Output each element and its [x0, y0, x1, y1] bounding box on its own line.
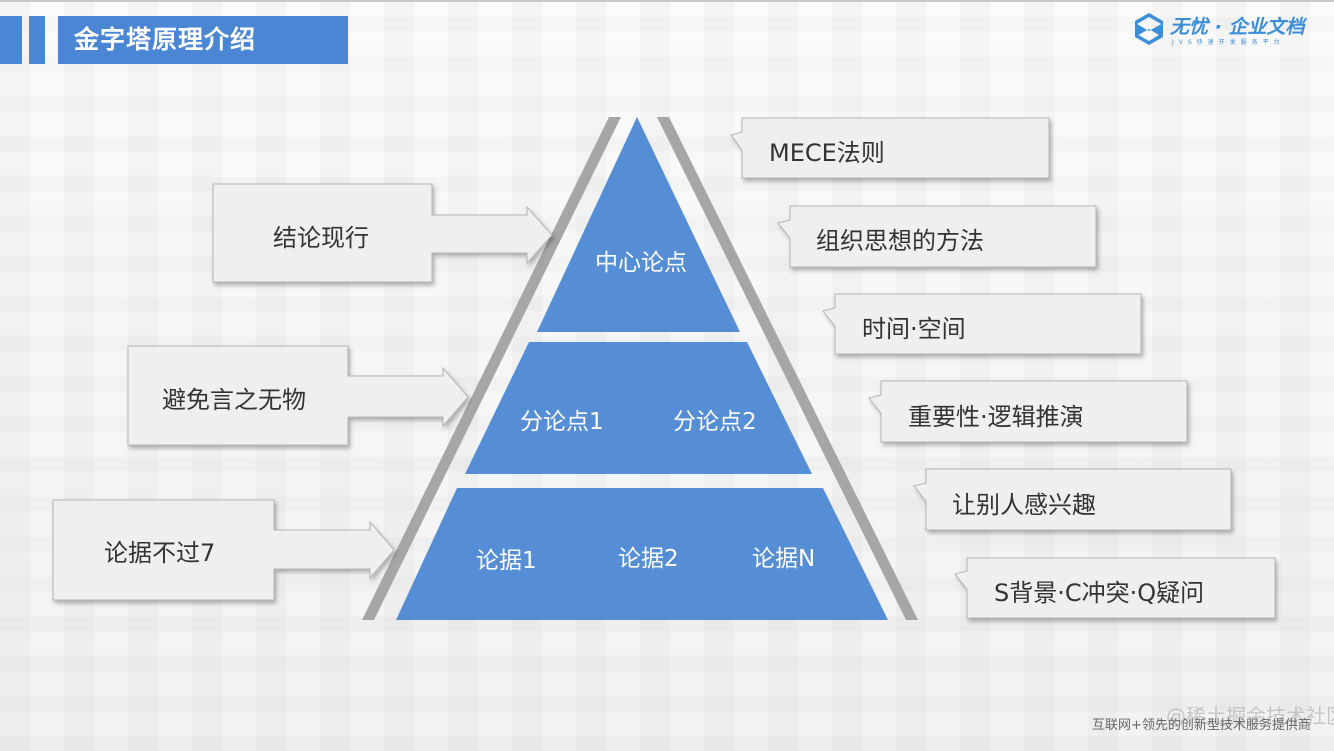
brand-logo: 无忧 · 企业文档 JVS快速开发服务平台 [1130, 8, 1330, 50]
top-border [0, 0, 1334, 2]
tier-label-sub-point: 分论点2 [673, 409, 757, 435]
logo-title: 无忧 · 企业文档 [1170, 16, 1305, 38]
right-callout [822, 293, 1142, 355]
tier-label-sub-point: 分论点1 [520, 409, 604, 435]
logo-icon [1135, 13, 1163, 45]
callout-label: 组织思想的方法 [816, 227, 984, 255]
right-callout [777, 205, 1097, 268]
right-callout [954, 557, 1276, 619]
left-callout [52, 499, 395, 601]
callout-label: 论据不过7 [104, 539, 216, 567]
left-callout [127, 345, 469, 446]
callout-label: S背景·C冲突·Q疑问 [994, 579, 1205, 607]
header-accent-bar [0, 16, 22, 64]
callout-label: 让别人感兴趣 [952, 491, 1096, 519]
pyramid-right-rail [657, 117, 918, 620]
tier-label-evidence: 论据2 [618, 546, 679, 572]
callout-label: 时间·空间 [862, 315, 966, 343]
callout-label: MECE法则 [769, 139, 885, 167]
tier-label-evidence: 论据N [752, 546, 816, 572]
callout-label: 重要性·逻辑推演 [908, 403, 1084, 431]
callout-label: 结论现行 [273, 224, 369, 252]
footer-caption: 互联网+领先的创新型技术服务提供商 [1092, 718, 1311, 733]
pyramid-tier-bottom [396, 488, 888, 620]
callout-label: 避免言之无物 [162, 386, 306, 414]
right-callout [913, 468, 1232, 531]
watermark: @稀土掘金技术社区 [1166, 704, 1334, 728]
right-callout [730, 117, 1050, 179]
tier-label-evidence: 论据1 [476, 548, 537, 574]
pyramid-left-rail [362, 117, 621, 620]
pyramid-tier-middle [465, 342, 812, 474]
header-accent-bar [29, 16, 45, 64]
right-callout [868, 380, 1188, 443]
tier-label-central-point: 中心论点 [595, 250, 687, 276]
pyramid-tier-top [537, 117, 740, 332]
page-title: 金字塔原理介绍 [58, 16, 348, 64]
logo-subtitle: JVS快速开发服务平台 [1172, 39, 1285, 46]
left-callout [212, 183, 553, 283]
